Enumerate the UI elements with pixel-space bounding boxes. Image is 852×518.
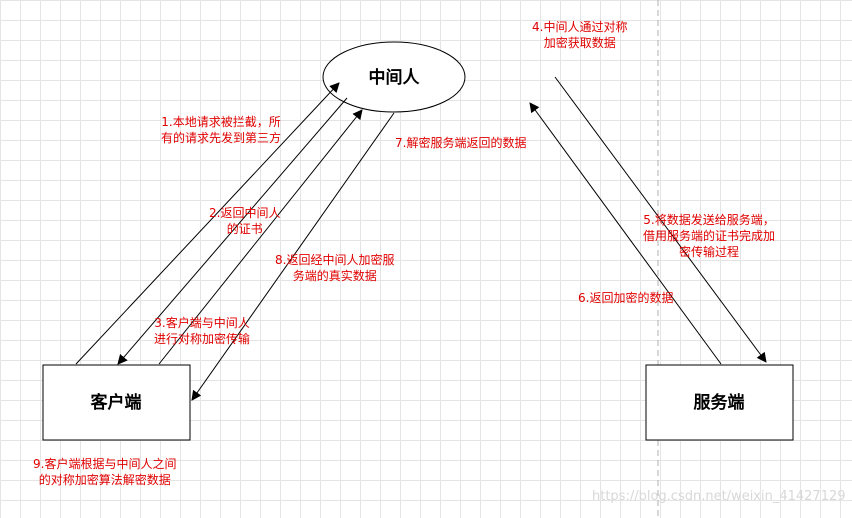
server-node (645, 364, 794, 441)
step-5-note: 5.将数据发送给服务端，借用服务端的证书完成加密传输过程 (643, 213, 776, 259)
server-label: 服务端 (694, 392, 745, 413)
step-3-note: 3.客户端与中间人进行对称加密传输 (154, 316, 251, 346)
step-6-note: 6.返回加密的数据 (578, 291, 674, 305)
step-8-note: 8.返回经中间人加密服务端的真实数据 (275, 253, 395, 283)
step-4-note: 4.中间人通过对称加密获取数据 (532, 20, 628, 50)
step-2-note: 2.返回中间人的证书 (209, 206, 281, 236)
arrow-step8 (191, 112, 395, 401)
client-label: 客户端 (90, 392, 142, 413)
watermark-text: https://blog.csdn.net/weixin_41427129 (592, 489, 846, 504)
arrow-step1 (75, 82, 340, 365)
step-1-note: 1.本地请求被拦截，所有的请求先发到第三方 (161, 115, 282, 145)
client-node (42, 364, 191, 441)
arrow-step2 (117, 97, 348, 365)
middleman-label: 中间人 (369, 67, 421, 88)
middleman-node (322, 41, 466, 113)
arrow-step5 (554, 76, 767, 363)
step-7-note: 7.解密服务端返回的数据 (395, 136, 527, 150)
arrow-step3 (158, 109, 363, 365)
step-9-note: 9.客户端根据与中间人之间的对称加密算法解密数据 (33, 457, 177, 487)
arrow-step6 (529, 102, 722, 365)
